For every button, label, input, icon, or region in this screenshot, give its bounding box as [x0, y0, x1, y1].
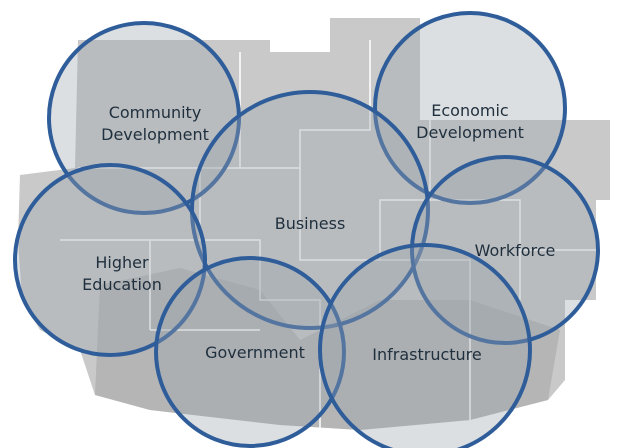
- infrastructure-label-line: Infrastructure: [372, 345, 482, 364]
- economic-label-line: Development: [416, 123, 524, 142]
- economic-label-line: Economic: [431, 101, 509, 120]
- higher-education-label-line: Education: [82, 275, 162, 294]
- higher-education-circle: [13, 163, 207, 357]
- circle-layer: [13, 11, 600, 448]
- infrastructure-circle: [318, 243, 532, 448]
- infrastructure-label: Infrastructure: [372, 344, 481, 366]
- map-dark-region: [95, 268, 560, 430]
- workforce-circle: [410, 155, 600, 345]
- business-label-line: Business: [274, 214, 346, 233]
- government-label-line: Government: [205, 343, 305, 362]
- workforce-label-line: Workforce: [474, 241, 556, 260]
- government-label: Government: [205, 342, 305, 364]
- community-label-line: Development: [101, 125, 209, 144]
- county-map: [18, 18, 610, 430]
- workforce-label: Workforce: [475, 240, 556, 262]
- higher-education-label-line: Higher: [95, 253, 149, 272]
- community-label-line: Community: [108, 103, 202, 122]
- business-label: Business: [275, 213, 346, 235]
- economic-circle: [373, 11, 567, 205]
- government-circle: [154, 256, 346, 448]
